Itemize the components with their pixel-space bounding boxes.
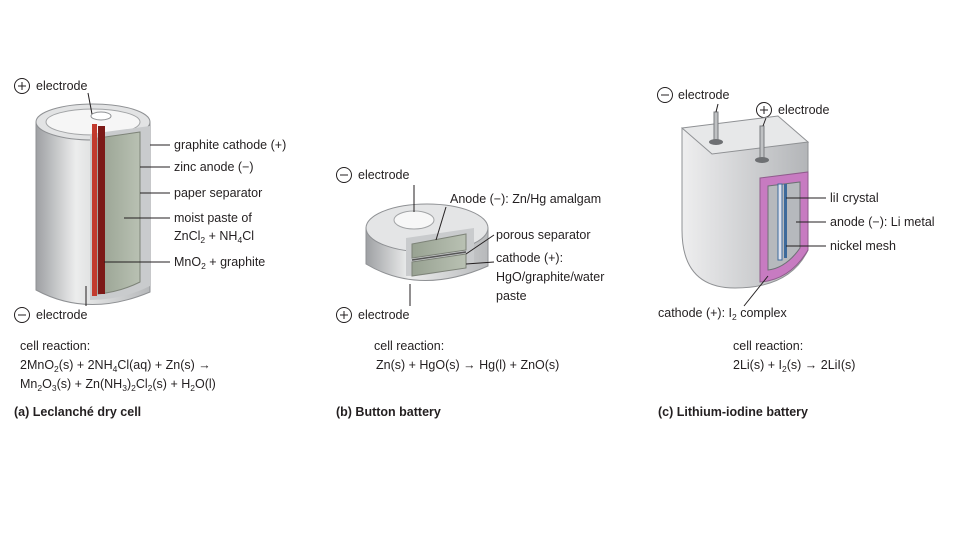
b-reaction-title: cell reaction:	[374, 339, 444, 353]
panel-a-leclanche-cell: electrode graphite cathode (+) zinc anod…	[14, 78, 286, 419]
negative-terminal-sign	[14, 307, 30, 323]
paper-separator-label: paper separator	[174, 186, 262, 200]
reaction-line-1: 2MnO2(s) + 2NH4Cl(aq) + Zn(s) →	[20, 358, 211, 374]
b-reaction: Zn(s) + HgO(s) → Hg(l) + ZnO(s)	[376, 358, 559, 372]
b-porous-separator-label: porous separator	[496, 228, 591, 242]
button-cell-illustration	[365, 203, 489, 281]
b-pos-electrode-label: electrode	[358, 308, 409, 322]
caption-c: (c) Lithium-iodine battery	[658, 405, 808, 419]
reaction-line-2: Mn2O3(s) + Zn(NH3)2Cl2(s) + H2O(l)	[20, 377, 216, 393]
moist-paste-formula: ZnCl2 + NH4Cl	[174, 229, 254, 245]
b-neg-electrode-label: electrode	[358, 168, 409, 182]
b-cathode-label-2: HgO/graphite/water	[496, 270, 604, 284]
graphite-cathode-label: graphite cathode (+)	[174, 138, 286, 152]
c-neg-electrode-label: electrode	[678, 88, 729, 102]
moist-paste-label: moist paste of	[174, 211, 252, 225]
pos-electrode-label: electrode	[36, 79, 87, 93]
panel-b-button-battery: electrode Anode (−): Zn/Hg amalgam porou…	[336, 167, 604, 419]
positive-terminal-sign-c	[756, 102, 772, 118]
b-cathode-label-1: cathode (+):	[496, 251, 563, 265]
b-anode-label: Anode (−): Zn/Hg amalgam	[450, 192, 601, 206]
caption-a: (a) Leclanché dry cell	[14, 405, 141, 419]
c-reaction-title: cell reaction:	[733, 339, 803, 353]
c-cathode-label: cathode (+): I2 complex	[658, 306, 788, 322]
negative-terminal-sign-b	[336, 167, 352, 183]
c-anode-label: anode (−): Li metal	[830, 215, 935, 229]
positive-terminal-sign	[14, 78, 30, 94]
panel-c-lithium-iodine-battery: electrode electrode liI crystal anode (−…	[657, 87, 935, 419]
b-cathode-label-3: paste	[496, 289, 527, 303]
zinc-anode-label: zinc anode (−)	[174, 160, 254, 174]
mno2-graphite-label: MnO2 + graphite	[174, 255, 265, 271]
c-pos-electrode-label: electrode	[778, 103, 829, 117]
caption-b: (b) Button battery	[336, 405, 441, 419]
negative-terminal-sign-c	[657, 87, 673, 103]
c-nickel-mesh-label: nickel mesh	[830, 239, 896, 253]
c-lii-crystal-label: liI crystal	[830, 191, 879, 205]
dry-cell-illustration	[35, 103, 151, 305]
positive-terminal-sign-b	[336, 307, 352, 323]
neg-electrode-label: electrode	[36, 308, 87, 322]
reaction-title: cell reaction:	[20, 339, 90, 353]
lithium-cell-illustration	[680, 111, 810, 289]
c-reaction: 2Li(s) + I2(s) → 2LiI(s)	[733, 358, 855, 374]
graphite-rod	[98, 126, 105, 294]
